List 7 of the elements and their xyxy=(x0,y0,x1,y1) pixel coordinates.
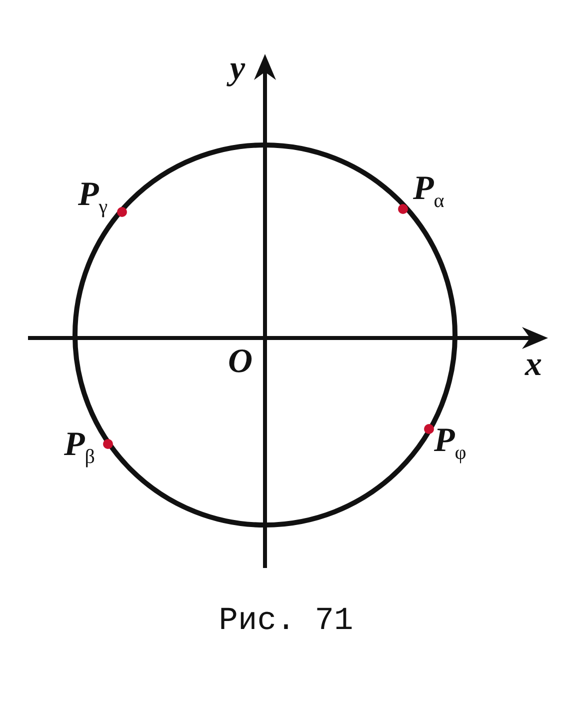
origin-label: O xyxy=(228,345,253,379)
axis-label: x xyxy=(525,348,542,382)
point-label: P$_{α}$ xyxy=(413,172,444,211)
point-label: P$_{γ}$ xyxy=(78,178,108,217)
point-label: P$_{β}$ xyxy=(64,428,95,467)
point-label: P$_{φ}$ xyxy=(434,424,466,463)
figure-caption: Рис. 71 xyxy=(218,602,354,639)
